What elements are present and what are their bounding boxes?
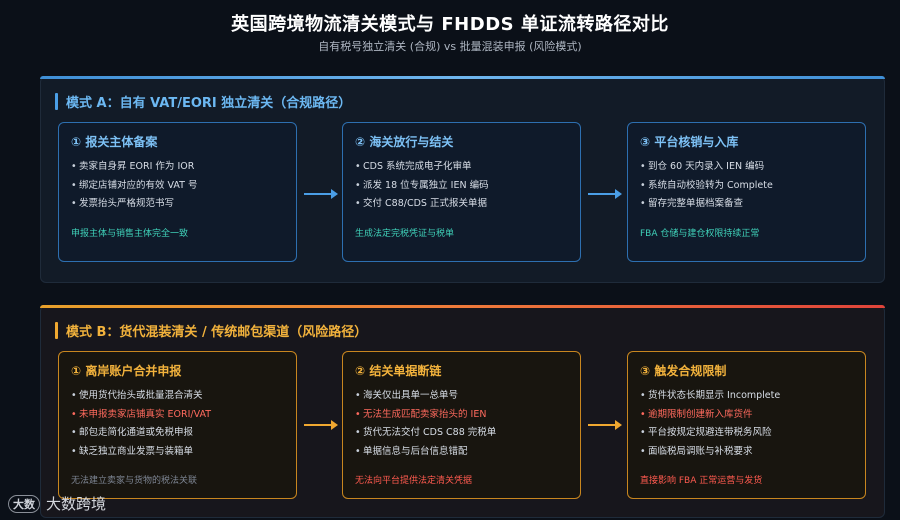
- list-item: 交付 C88/CDS 正式报关单据: [355, 195, 568, 214]
- mode-b-marker: [55, 321, 58, 339]
- step-note: 无法建立卖家与货物的税法关联: [71, 476, 198, 486]
- mode-a-header: 模式 A：自有 VAT/EORI 独立清关（合规路径）: [55, 90, 870, 112]
- mode-a-step-3-card: ③ 平台核销与入库 到仓 60 天内录入 IEN 编码 系统自动校验转为 Com…: [627, 122, 866, 262]
- list-item: 面临税局调账与补税要求: [640, 443, 853, 462]
- step-list: 海关仅出具单一总单号 无法生成匹配卖家抬头的 IEN 货代无法交付 CDS C8…: [355, 387, 568, 461]
- mode-b-step-3-card: ③ 触发合规限制 货件状态长期显示 Incomplete 逾期限制创建新入库货件…: [627, 351, 866, 499]
- step-title: ① 离岸账户合并申报: [71, 364, 182, 378]
- arrow-right-icon: [588, 420, 622, 430]
- arrow-right-icon: [588, 189, 622, 199]
- step-list: 卖家自身昇 EORI 作为 IOR 绑定店铺对应的有效 VAT 号 发票抬头严格…: [71, 158, 284, 214]
- list-item: 邮包走简化通道或免税申报: [71, 424, 284, 443]
- mode-b-label: 模式 B：货代混装清关 / 传统邮包渠道（风险路径）: [66, 324, 368, 340]
- list-item-warning: 未申报卖家店铺真实 EORI/VAT: [71, 406, 284, 425]
- step-title: ③ 平台核销与入库: [640, 135, 739, 149]
- arrow-right-icon: [304, 189, 338, 199]
- list-item: 单据信息与后台信息错配: [355, 443, 568, 462]
- step-title: ② 结关单据断链: [355, 364, 442, 378]
- list-item: CDS 系统完成电子化审单: [355, 158, 568, 177]
- list-item: 使用货代抬头或批量混合清关: [71, 387, 284, 406]
- mode-a-section: 模式 A：自有 VAT/EORI 独立清关（合规路径） ① 报关主体备案 卖家自…: [40, 76, 885, 283]
- mode-a-accent-bar: [40, 76, 885, 79]
- step-note: 直接影响 FBA 正常运营与发货: [640, 476, 763, 486]
- step-note: 生成法定完税凭证与税单: [355, 228, 455, 239]
- mode-a-marker: [55, 92, 58, 110]
- step-list: 使用货代抬头或批量混合清关 未申报卖家店铺真实 EORI/VAT 邮包走简化通道…: [71, 387, 284, 461]
- list-item: 发票抬头严格规范书写: [71, 195, 284, 214]
- mode-b-section: 模式 B：货代混装清关 / 传统邮包渠道（风险路径） ① 离岸账户合并申报 使用…: [40, 305, 885, 518]
- step-list: 到仓 60 天内录入 IEN 编码 系统自动校验转为 Complete 留存完整…: [640, 158, 853, 214]
- step-title: ① 报关主体备案: [71, 135, 158, 149]
- step-note: 申报主体与销售主体完全一致: [71, 228, 189, 239]
- list-item: 派发 18 位专属独立 IEN 编码: [355, 177, 568, 196]
- list-item: 绑定店铺对应的有效 VAT 号: [71, 177, 284, 196]
- list-item: 系统自动校验转为 Complete: [640, 177, 853, 196]
- watermark: 大数 大数跨境: [8, 493, 106, 514]
- list-item: 卖家自身昇 EORI 作为 IOR: [71, 158, 284, 177]
- list-item-warning: 逾期限制创建新入库货件: [640, 406, 853, 425]
- list-item: 留存完整单据档案备查: [640, 195, 853, 214]
- step-title: ③ 触发合规限制: [640, 364, 727, 378]
- list-item: 货代无法交付 CDS C88 完税单: [355, 424, 568, 443]
- mode-a-label: 模式 A：自有 VAT/EORI 独立清关（合规路径）: [66, 95, 352, 111]
- mode-b-header: 模式 B：货代混装清关 / 传统邮包渠道（风险路径）: [55, 319, 870, 341]
- list-item: 货件状态长期显示 Incomplete: [640, 387, 853, 406]
- step-list: 货件状态长期显示 Incomplete 逾期限制创建新入库货件 平台按规定规避连…: [640, 387, 853, 461]
- watermark-logo-icon: 大数: [8, 494, 40, 513]
- list-item: 海关仅出具单一总单号: [355, 387, 568, 406]
- list-item-warning: 无法生成匹配卖家抬头的 IEN: [355, 406, 568, 425]
- step-list: CDS 系统完成电子化审单 派发 18 位专属独立 IEN 编码 交付 C88/…: [355, 158, 568, 214]
- list-item: 到仓 60 天内录入 IEN 编码: [640, 158, 853, 177]
- step-note: FBA 仓储与建仓权限持续正常: [640, 228, 760, 239]
- mode-a-step-2-card: ② 海关放行与结关 CDS 系统完成电子化审单 派发 18 位专属独立 IEN …: [342, 122, 581, 262]
- list-item: 平台按规定规避连带税务风险: [640, 424, 853, 443]
- mode-b-step-1-card: ① 离岸账户合并申报 使用货代抬头或批量混合清关 未申报卖家店铺真实 EORI/…: [58, 351, 297, 499]
- step-note: 无法向平台提供法定清关凭据: [355, 476, 473, 486]
- step-title: ② 海关放行与结关: [355, 135, 454, 149]
- watermark-text: 大数跨境: [46, 495, 107, 513]
- page-title: 英国跨境物流清关模式与 FHDDS 单证流转路径对比: [231, 14, 669, 35]
- page-subtitle: 自有税号独立清关 (合规) vs 批量混装申报 (风险模式): [318, 40, 582, 53]
- mode-a-step-1-card: ① 报关主体备案 卖家自身昇 EORI 作为 IOR 绑定店铺对应的有效 VAT…: [58, 122, 297, 262]
- list-item: 缺乏独立商业发票与装箱单: [71, 443, 284, 462]
- mode-b-accent-bar: [40, 305, 885, 308]
- mode-b-step-2-card: ② 结关单据断链 海关仅出具单一总单号 无法生成匹配卖家抬头的 IEN 货代无法…: [342, 351, 581, 499]
- arrow-right-icon: [304, 420, 338, 430]
